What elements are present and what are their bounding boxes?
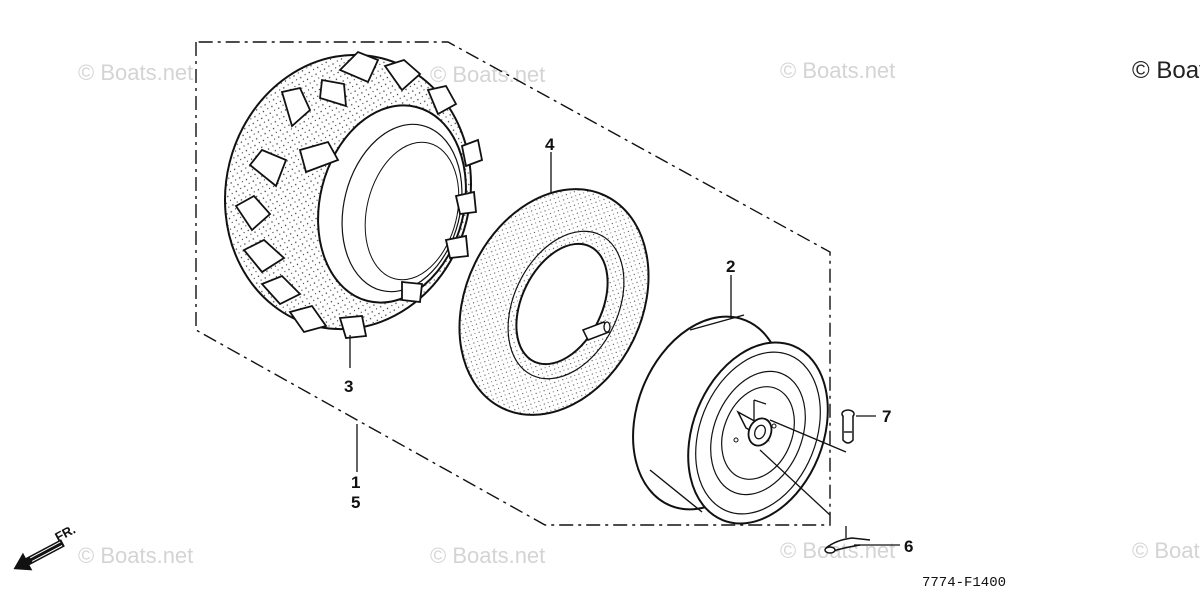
watermark-group: © Boats.net © Boats.net © Boats.net © Bo… bbox=[78, 57, 1200, 568]
callout-1: 1 bbox=[351, 473, 360, 492]
watermark: © Boats.net bbox=[78, 543, 193, 568]
callout-labels: 3 4 2 1 5 7 6 bbox=[344, 135, 913, 556]
watermark: © Boats.net bbox=[78, 60, 193, 85]
callout-7: 7 bbox=[882, 407, 891, 426]
callout-2: 2 bbox=[726, 257, 735, 276]
diagram-code: 7774-F1400 bbox=[922, 575, 1006, 591]
front-arrow-icon bbox=[13, 539, 65, 571]
callout-4: 4 bbox=[545, 135, 555, 154]
leader-lines bbox=[349, 152, 900, 546]
callout-3: 3 bbox=[344, 377, 353, 396]
tire-lugs bbox=[234, 50, 484, 339]
valve-stem bbox=[581, 321, 611, 341]
clevis-pin bbox=[841, 409, 855, 444]
front-label: FR. bbox=[52, 522, 78, 545]
front-direction-indicator: FR. bbox=[13, 522, 78, 571]
wheel-rim bbox=[632, 314, 829, 525]
watermark: © Boats.net bbox=[1132, 538, 1200, 563]
callout-6: 6 bbox=[904, 537, 913, 556]
watermark: © Boats.net bbox=[430, 62, 545, 87]
callout-5: 5 bbox=[351, 493, 360, 512]
watermark: © Boats.net bbox=[1132, 57, 1200, 84]
watermark: © Boats.net bbox=[430, 543, 545, 568]
tube-tire bbox=[458, 188, 650, 416]
assembly-frame bbox=[195, 41, 831, 526]
lug-tire bbox=[224, 50, 484, 339]
watermark: © Boats.net bbox=[780, 58, 895, 83]
